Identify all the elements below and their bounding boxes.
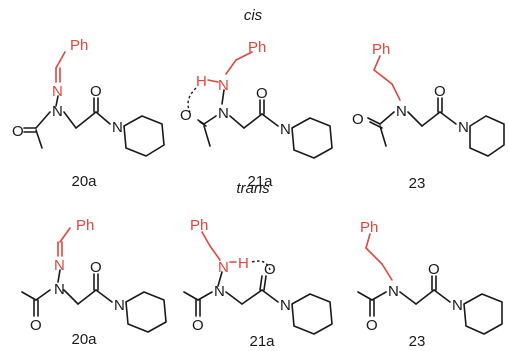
ph-label: Ph [360,219,378,236]
molecule-cis-23: Ph N O O N [352,41,505,157]
o-label: O [352,111,364,128]
o-label: O [12,123,24,140]
n-label: N [218,105,229,122]
cis-header: cis [244,7,263,24]
compound-label-cis-21a: 21a [247,173,273,190]
molecule-cis-21a: Ph H N N O O N [180,39,333,159]
o-label: O [90,83,102,100]
o-label: O [264,261,276,278]
n-label: N [54,281,65,298]
compound-label-trans-20a: 20a [71,331,97,348]
molecule-trans-20a: Ph N N O O N [21,217,167,334]
h-label: H [196,73,207,90]
o-label: O [180,107,192,124]
n-label: N [54,257,65,274]
n-label: N [112,119,123,136]
ph-label: Ph [70,37,88,54]
compound-label-cis-23: 23 [409,175,426,192]
compound-label-trans-21a: 21a [249,333,275,350]
o-label: O [90,259,102,276]
ph-label: Ph [76,217,94,234]
n-label: N [52,83,63,100]
compound-label-trans-23: 23 [409,333,426,350]
n-label: N [52,103,63,120]
n-label: N [218,77,229,94]
o-label: O [192,317,204,334]
molecule-trans-23: Ph N O O N [357,219,503,335]
trans-header: trans [236,180,270,197]
n-label: N [280,297,291,314]
n-label: N [452,297,463,314]
o-label: O [428,261,440,278]
n-label: N [280,121,291,138]
molecule-cis-20a: Ph N N O O N [12,37,165,157]
ph-label: Ph [372,41,390,58]
n-label: N [388,283,399,300]
n-label: N [218,259,229,276]
ph-label: Ph [190,217,208,234]
molecule-trans-21a: Ph N H N O O N [183,217,333,335]
o-label: O [434,83,446,100]
n-label: N [458,119,469,136]
n-label: N [114,297,125,314]
o-label: O [30,317,42,334]
n-label: N [214,283,225,300]
ph-label: Ph [248,39,266,56]
compound-label-cis-20a: 20a [71,173,97,190]
h-label: H [238,255,249,272]
o-label: O [256,85,268,102]
n-label: N [396,103,407,120]
o-label: O [366,317,378,334]
